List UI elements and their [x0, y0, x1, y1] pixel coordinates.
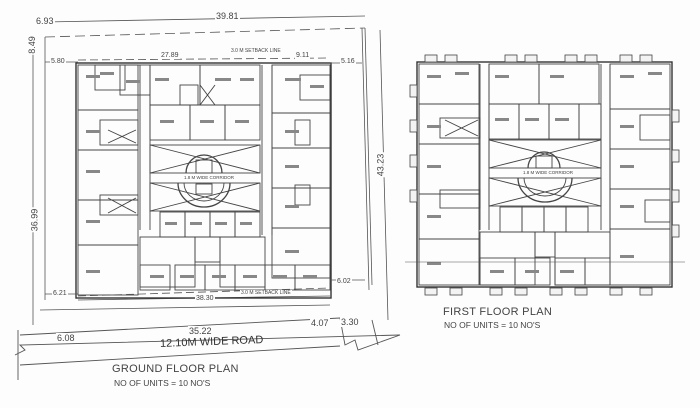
dim-bottom-right-a: 4.07	[310, 318, 330, 328]
dim-inner-top-right: 9.11	[295, 52, 311, 59]
setback-top-label: 3.0 M SETBACK LINE	[230, 48, 282, 54]
dim-left-top: 8.49	[26, 35, 37, 55]
dim-bottom-left: 6.08	[56, 333, 76, 343]
dim-bottom-inner: 38.30	[195, 295, 215, 302]
first-floor-title: FIRST FLOOR PLAN	[443, 306, 553, 318]
ground-floor-units: NO OF UNITS = 10 NO'S	[114, 378, 211, 388]
dim-right-setback-bottom: 6.02	[336, 278, 352, 285]
dim-left-overall: 36.99	[29, 207, 40, 233]
dim-right-setback-top: 5.16	[340, 58, 356, 65]
dim-bottom-left-setback: 6.21	[52, 290, 68, 297]
dim-top-overall: 39.81	[215, 11, 240, 21]
dim-inner-top: 27.89	[160, 52, 180, 59]
first-corridor-label: 1.8 M WIDE CORRIDOR	[523, 170, 574, 175]
dim-top-left-offset: 6.93	[35, 16, 55, 26]
setback-bottom-label: 3.0 M SETBACK LINE	[240, 290, 292, 296]
ground-floor-title: GROUND FLOOR PLAN	[112, 363, 239, 375]
first-floor-units: NO OF UNITS = 10 NO'S	[444, 320, 541, 330]
ground-corridor-label: 1.8 M WIDE CORRIDOR	[184, 175, 235, 180]
dim-right-overall: 43.23	[375, 152, 386, 178]
dim-bottom-plot: 35.22	[188, 326, 213, 336]
dim-left-setback: 5.80	[50, 58, 66, 65]
dim-bottom-right-b: 3.30	[340, 317, 360, 327]
